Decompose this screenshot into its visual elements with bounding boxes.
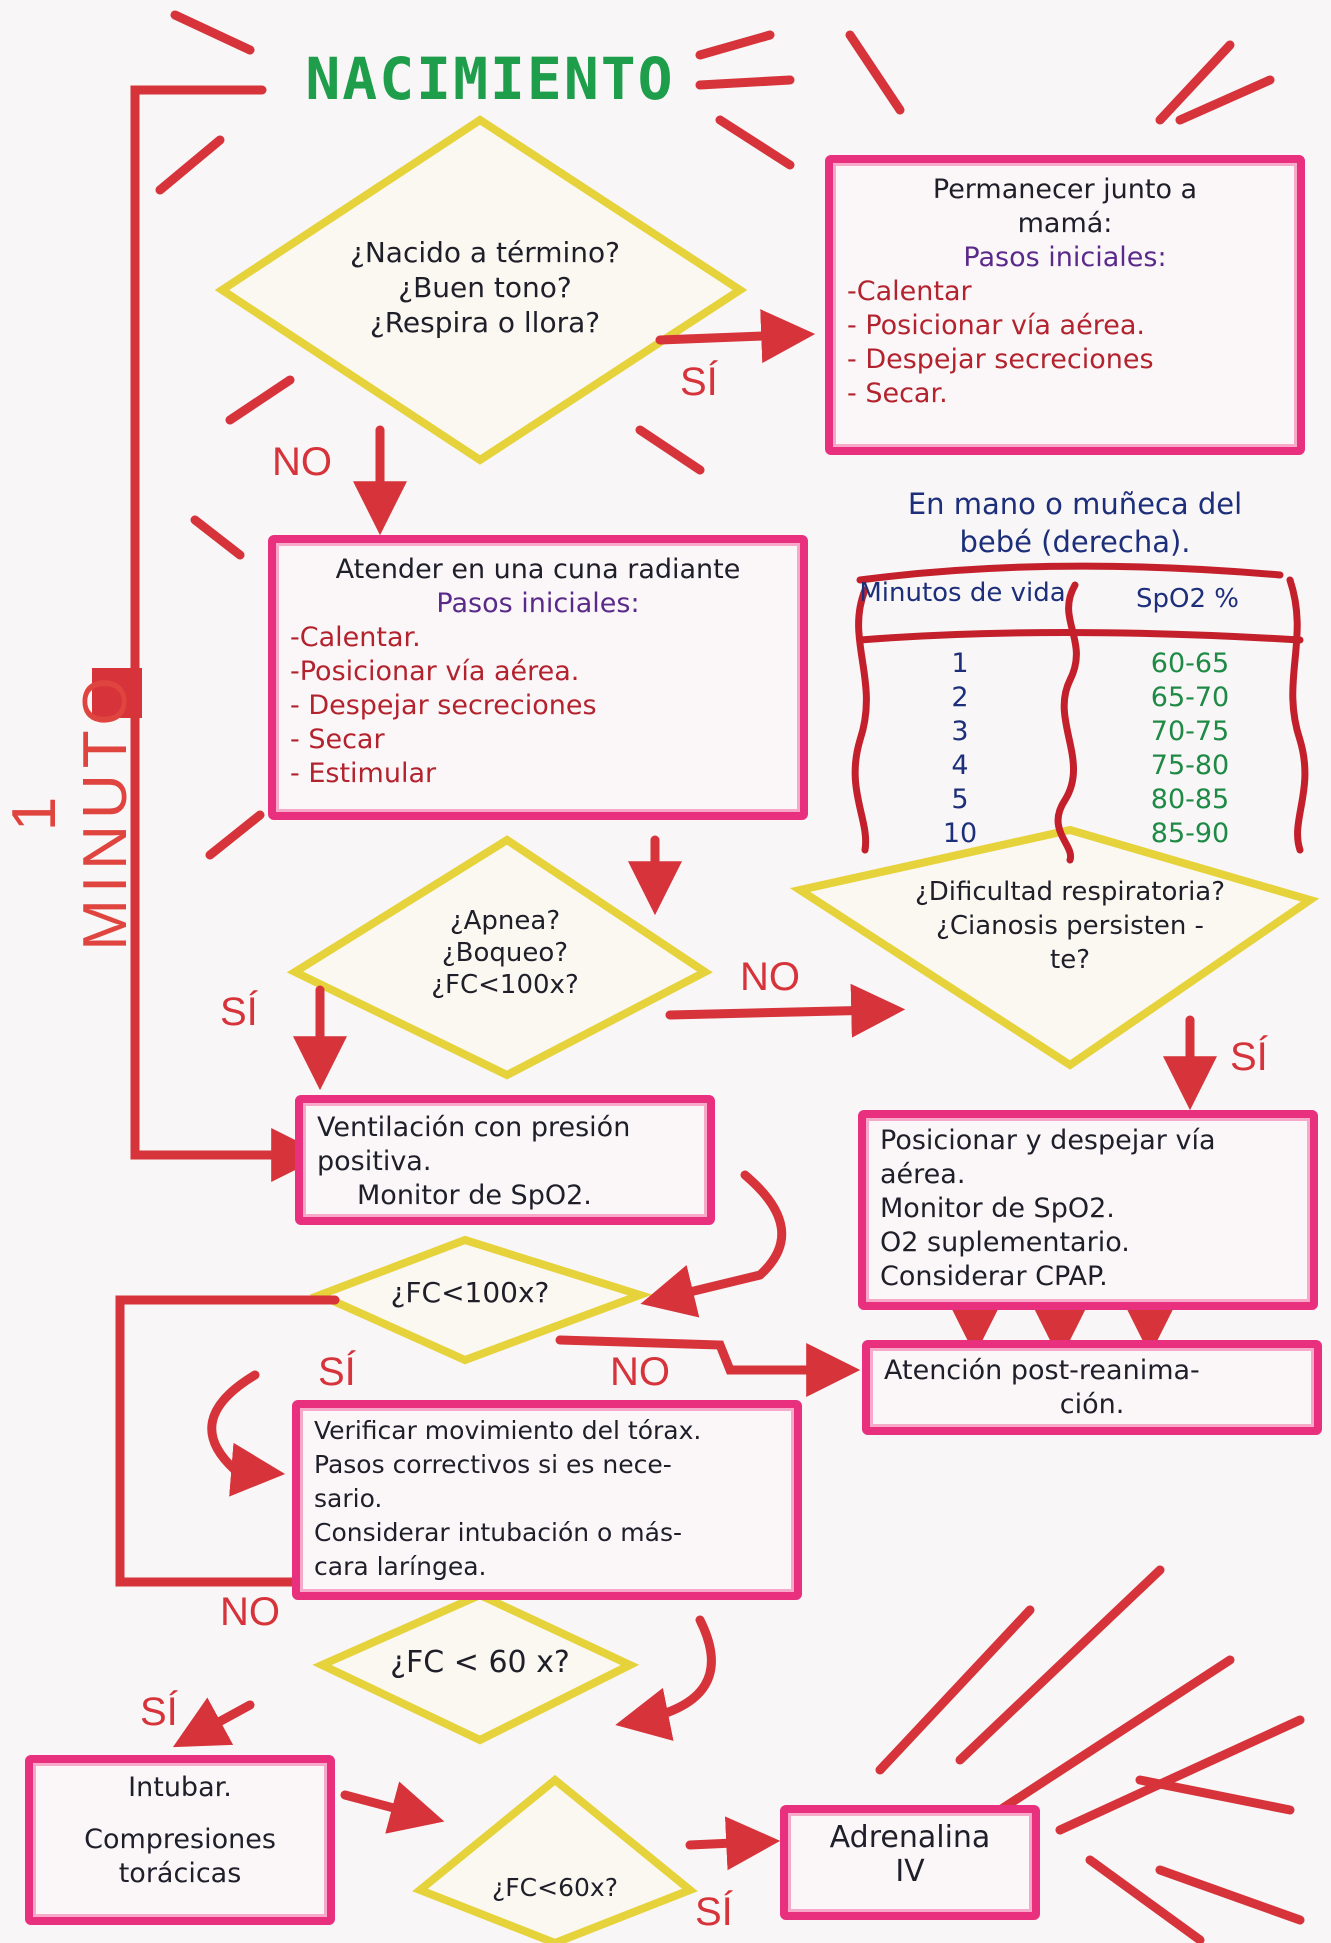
spo2-table: Minutos de vida SpO2 % 1 2 3 4 5 10 60-6…: [855, 575, 1305, 849]
spo2-table-lines: [851, 562, 1309, 864]
box-adrenalina: Adrenalina IV: [780, 1805, 1040, 1920]
label-si-fc60: SÍ: [140, 1690, 178, 1734]
label-si-dificultad: SÍ: [1230, 1035, 1268, 1079]
decision-diamond-dificultad: [789, 825, 1320, 1070]
box-ventilacion: Ventilación con presión positiva. Monito…: [295, 1095, 715, 1225]
label-no-initial: NO: [272, 440, 332, 484]
decision-fc60-text: ¿FC < 60 x?: [390, 1645, 570, 1680]
one-minute-label: 1 MINUTO: [0, 671, 140, 951]
decision-diamond-fc100: [309, 1235, 653, 1365]
decision-diamond-fc60b: [412, 1774, 698, 1943]
label-no-fc100: NO: [610, 1350, 670, 1394]
spo2-note: En mano o muñeca del bebé (derecha).: [907, 487, 1243, 559]
decision-diamond-initial: [214, 115, 748, 465]
table-header-minutos: Minutos de vida: [859, 578, 1066, 608]
box-permanecer-mama: Permanecer junto a mamá: Pasos iniciales…: [825, 155, 1305, 455]
page-title: NACIMIENTO: [305, 45, 675, 113]
table-col-spo2: 60-65 65-70 70-75 75-80 80-85 85-90: [1150, 648, 1230, 849]
label-si-fc100: SÍ: [318, 1350, 356, 1394]
box-cuna-radiante: Atender en una cuna radiante Pasos inici…: [268, 535, 808, 820]
box-verificar-torax: Verificar movimiento del tórax. Pasos co…: [292, 1400, 802, 1600]
label-si-apnea: SÍ: [220, 990, 258, 1034]
box-intubar: Intubar. Compresiones torácicas: [25, 1755, 335, 1925]
decision-fc100-text: ¿FC<100x?: [390, 1276, 550, 1309]
decision-diamond-apnea: [286, 835, 713, 1080]
decision-fc60b-text: ¿FC<60x?: [492, 1873, 618, 1902]
table-col-minutos: 1 2 3 4 5 10: [942, 648, 978, 849]
decision-apnea-text: ¿Apnea? ¿Boqueo? ¿FC<100x?: [431, 906, 579, 1000]
label-no-fc60: NO: [220, 1590, 280, 1634]
decision-diamond-fc60: [312, 1590, 640, 1745]
one-minute-loop: [92, 85, 326, 1182]
label-no-apnea: NO: [740, 955, 800, 999]
flow-arrows: [115, 309, 1217, 1871]
table-header-spo2: SpO2 %: [1136, 584, 1239, 614]
decision-dificultad-text: ¿Dificultad respiratoria? ¿Cianosis pers…: [914, 877, 1226, 975]
decision-initial-text: ¿Nacido a término? ¿Buen tono? ¿Respira …: [349, 236, 621, 339]
decorative-strokes: [155, 10, 1305, 1943]
label-si-fc60b: SÍ: [695, 1890, 733, 1934]
loop-marker: [92, 668, 142, 718]
label-si-initial: SÍ: [680, 360, 718, 404]
box-post-reanimacion: Atención post-reanima- ción.: [862, 1340, 1322, 1435]
box-posicionar: Posicionar y despejar vía aérea. Monitor…: [858, 1110, 1318, 1310]
